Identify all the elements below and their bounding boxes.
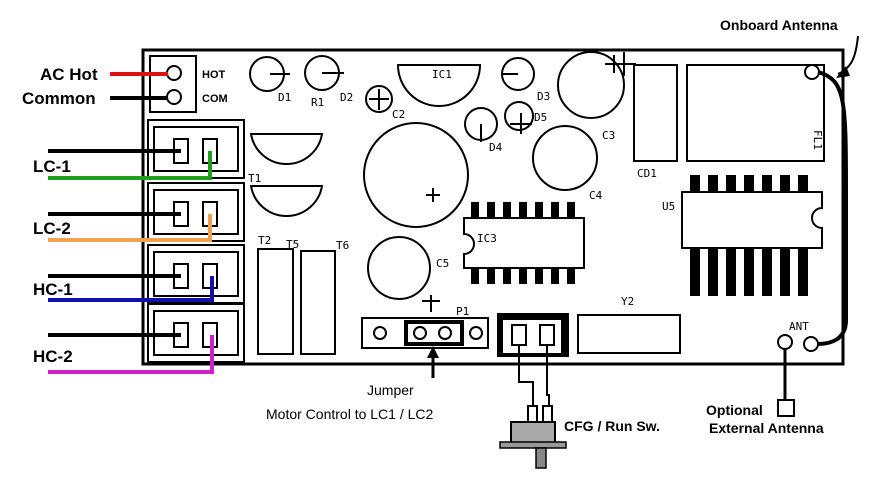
cfg-switch [499,345,567,469]
terminal-hc2 [147,303,245,363]
ref-c5: C5 [436,257,449,270]
cd1-fl1: CD1 FL1 [633,64,825,180]
label-common: Common [22,89,96,108]
ref-c2: C2 [392,108,405,121]
label-hc2: HC-2 [33,347,73,366]
capacitor-c5: C5 [367,236,449,300]
ref-t2: T2 [258,234,271,247]
wire-hc2 [48,335,214,374]
transformer-t1: T1 [248,133,324,217]
label-jumper: Jumper [367,382,414,398]
ant-pcb-label: ANT [789,320,809,333]
ref-fl1: FL1 [811,130,824,150]
label-motor-control: Motor Control to LC1 / LC2 [266,406,434,422]
ref-t5: T5 [286,238,299,251]
hot-pcb-label: HOT [202,69,226,81]
ref-ic3: IC3 [477,232,497,245]
jumper-p1: P1 [361,295,489,349]
external-antenna-connector [777,399,795,417]
label-optional: Optional [706,402,763,418]
ref-d2: D2 [340,91,353,104]
wire-hc1 [48,276,214,302]
ref-cd1: CD1 [637,167,657,180]
wire-lc2 [48,214,212,242]
cfg-header [497,313,569,357]
ic-u5: U5 [662,175,823,296]
ref-r1: R1 [311,96,324,109]
power-terminal: HOT COM [149,55,228,113]
ref-c4: C4 [589,189,603,202]
label-cfg-switch: CFG / Run Sw. [564,418,660,434]
ref-d5: D5 [534,111,547,124]
main-capacitor [363,122,469,228]
label-onboard-antenna: Onboard Antenna [720,17,838,33]
label-lc2: LC-2 [33,219,71,238]
label-ac-hot: AC Hot [40,65,98,84]
ref-d1: D1 [278,91,291,104]
antenna-arrowhead [836,66,850,78]
jumper-arrowhead [427,346,439,358]
ref-p1: P1 [456,305,469,318]
ref-c3: C3 [602,129,615,142]
ref-y2: Y2 [621,295,634,308]
ref-u5: U5 [662,200,675,213]
onboard-antenna-wire [817,70,848,346]
ref-ic1: IC1 [432,68,452,81]
top-components: D1 R1 D2 IC1 C2 D3 C3 D5 D4 C4 [249,51,636,202]
ref-d3: D3 [537,90,550,103]
label-external-antenna: External Antenna [709,420,824,436]
label-hc1: HC-1 [33,280,73,299]
crystal-y2: Y2 [577,295,681,354]
wire-lc1 [48,151,212,180]
transformers-t2-t5-t6: T2 T5 T6 [257,234,349,355]
com-pcb-label: COM [202,93,228,105]
label-lc1: LC-1 [33,157,71,176]
ref-d4: D4 [489,141,503,154]
ic-ic3: IC3 [463,202,585,284]
ref-t1: T1 [248,172,261,185]
ref-t6: T6 [336,239,349,252]
